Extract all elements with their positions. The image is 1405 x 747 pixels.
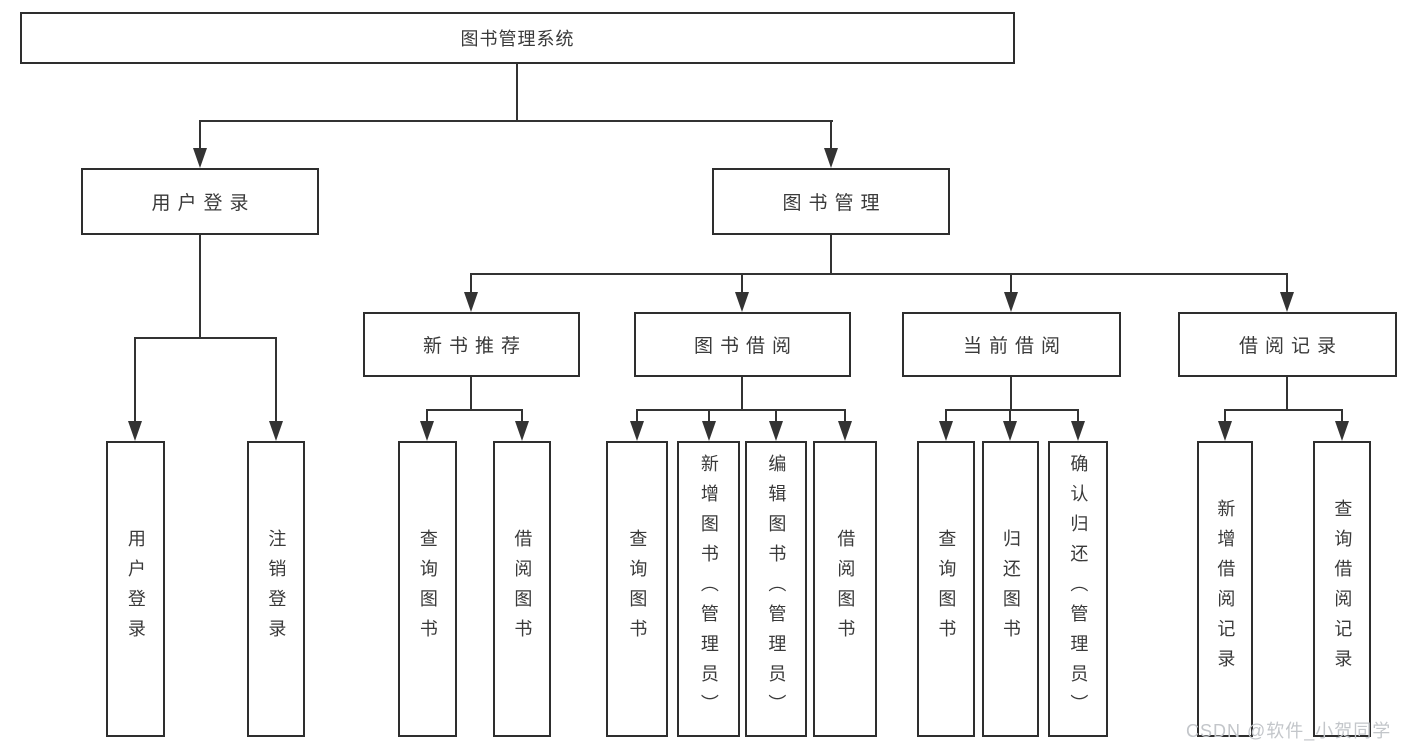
leaf-edit-books-admin: 编辑图书（管理员） (745, 441, 807, 737)
node-library-management-system: 图书管理系统 (20, 12, 1015, 64)
connector-line-vertical (134, 337, 136, 423)
node-borrowing-records: 借阅记录 (1178, 312, 1397, 377)
arrow-down-icon (1280, 292, 1294, 312)
arrow-down-icon (939, 421, 953, 441)
node-label: 新增借阅记录 (1215, 499, 1236, 679)
node-label: 借阅记录 (1238, 336, 1343, 357)
node-book-management: 图书管理 (712, 168, 950, 235)
node-label: 用户登录 (125, 529, 146, 649)
connector-line-vertical (516, 64, 518, 121)
node-label: 注销登录 (266, 529, 287, 649)
connector-line-vertical (199, 120, 201, 152)
node-new-book-recommendation: 新书推荐 (363, 312, 580, 377)
connector-line-horizontal (1224, 409, 1343, 411)
connector-line-vertical (1010, 273, 1012, 294)
arrow-down-icon (1218, 421, 1232, 441)
connector-line-vertical (775, 409, 777, 423)
connector-line-horizontal (945, 409, 1079, 411)
leaf-add-books-admin: 新增图书（管理员） (677, 441, 740, 737)
connector-line-vertical (741, 377, 743, 411)
connector-line-vertical (470, 377, 472, 411)
connector-line-vertical (636, 409, 638, 423)
connector-line-vertical (1286, 273, 1288, 294)
node-label: 用户登录 (151, 193, 256, 214)
connector-line-vertical (844, 409, 846, 423)
leaf-query-borrow-record: 查询借阅记录 (1313, 441, 1371, 737)
connector-line-vertical (708, 409, 710, 423)
node-label: 编辑图书（管理员） (766, 454, 787, 724)
connector-line-horizontal (636, 409, 846, 411)
connector-line-vertical (1009, 409, 1011, 423)
arrow-down-icon (128, 421, 142, 441)
node-label: 查询图书 (627, 529, 648, 649)
leaf-borrow-books-recommend: 借阅图书 (493, 441, 551, 737)
connector-line-vertical (1010, 377, 1012, 411)
node-label: 借阅图书 (835, 529, 856, 649)
arrow-down-icon (824, 148, 838, 168)
connector-line-vertical (521, 409, 523, 423)
connector-line-horizontal (426, 409, 523, 411)
connector-line-horizontal (199, 120, 833, 122)
connector-line-vertical (741, 273, 743, 294)
node-label: 新书推荐 (422, 336, 527, 357)
node-label: 归还图书 (1000, 529, 1021, 649)
arrow-down-icon (1071, 421, 1085, 441)
leaf-borrow-books-borrowing: 借阅图书 (813, 441, 877, 737)
arrow-down-icon (1335, 421, 1349, 441)
connector-line-vertical (830, 235, 832, 275)
leaf-confirm-return-admin: 确认归还（管理员） (1048, 441, 1108, 737)
connector-line-vertical (470, 273, 472, 294)
connector-line-vertical (275, 337, 277, 423)
connector-line-vertical (199, 235, 201, 337)
watermark: CSDN @软件_小贺同学 (1186, 721, 1392, 741)
node-label: 确认归还（管理员） (1068, 454, 1089, 724)
connector-line-vertical (1077, 409, 1079, 423)
leaf-add-borrow-record: 新增借阅记录 (1197, 441, 1253, 737)
arrow-down-icon (515, 421, 529, 441)
leaf-return-books: 归还图书 (982, 441, 1039, 737)
leaf-query-books-borrowing: 查询图书 (606, 441, 668, 737)
arrow-down-icon (702, 421, 716, 441)
node-book-borrowing: 图书借阅 (634, 312, 851, 377)
leaf-logout: 注销登录 (247, 441, 305, 737)
arrow-down-icon (464, 292, 478, 312)
arrow-down-icon (420, 421, 434, 441)
connector-line-horizontal (470, 273, 1288, 275)
arrow-down-icon (193, 148, 207, 168)
arrow-down-icon (269, 421, 283, 441)
node-label: 当前借阅 (962, 336, 1067, 357)
arrow-down-icon (1003, 421, 1017, 441)
arrow-down-icon (769, 421, 783, 441)
node-user-login: 用户登录 (81, 168, 319, 235)
node-label: 新增图书（管理员） (698, 454, 719, 724)
connector-line-vertical (1341, 409, 1343, 423)
connector-line-vertical (1224, 409, 1226, 423)
node-current-borrowing: 当前借阅 (902, 312, 1121, 377)
node-label: 图书管理系统 (460, 29, 575, 49)
arrow-down-icon (838, 421, 852, 441)
arrow-down-icon (735, 292, 749, 312)
node-label: 借阅图书 (512, 529, 533, 649)
arrow-down-icon (1004, 292, 1018, 312)
node-label: 图书管理 (782, 193, 887, 214)
leaf-query-books-current: 查询图书 (917, 441, 975, 737)
connector-line-vertical (830, 120, 832, 152)
node-label: 查询借阅记录 (1332, 499, 1353, 679)
leaf-query-books-recommend: 查询图书 (398, 441, 457, 737)
connector-line-vertical (1286, 377, 1288, 411)
connector-line-horizontal (134, 337, 277, 339)
arrow-down-icon (630, 421, 644, 441)
connector-line-vertical (426, 409, 428, 423)
node-label: 查询图书 (417, 529, 438, 649)
leaf-user-login: 用户登录 (106, 441, 165, 737)
connector-line-vertical (945, 409, 947, 423)
node-label: 图书借阅 (693, 336, 798, 357)
node-label: 查询图书 (936, 529, 957, 649)
